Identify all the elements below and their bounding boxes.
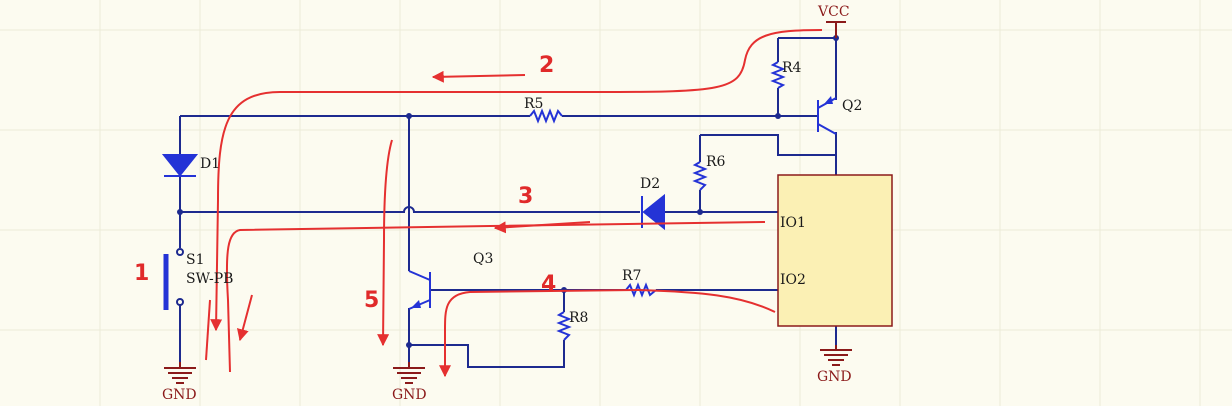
r4-label: R4 [782,60,802,76]
sw-pb-label: SW-PB [186,271,233,287]
io1-label: IO1 [780,215,806,231]
junction-dots [177,35,839,348]
d2-label: D2 [640,176,660,192]
gnd-symbol-left [164,362,196,384]
r6-label: R6 [706,154,726,170]
io2-label: IO2 [780,272,806,288]
transistor-q3 [408,270,431,310]
gnd-label-right: GND [817,369,852,385]
current-path-annotations [205,29,823,378]
switch-s1 [163,248,184,310]
gnd-symbol-middle [393,362,425,384]
step-number-4: 4 [541,272,556,297]
vcc-symbol [826,21,846,38]
step-number-3: 3 [518,184,533,209]
s1-label: S1 [186,252,205,268]
diode-d1 [161,154,199,177]
resistor-r4 [770,61,786,89]
r7-label: R7 [622,268,641,284]
q2-label: Q2 [842,98,862,114]
transistor-q2 [817,96,837,135]
resistor-r5 [529,108,563,124]
q3-label: Q3 [473,251,493,267]
vcc-label: VCC [817,4,850,20]
step-number-1: 1 [134,261,149,286]
diode-d2 [641,193,665,231]
gnd-symbol-right [820,345,852,366]
gnd-label-middle: GND [392,387,427,403]
d1-label: D1 [200,156,220,172]
wires [179,37,837,368]
gnd-label-left: GND [162,387,197,403]
ic-block [777,174,893,327]
r5-label: R5 [524,96,543,112]
resistor-r8 [556,311,572,341]
step-number-5: 5 [364,288,379,313]
r8-label: R8 [569,310,588,326]
step-number-2: 2 [539,53,554,78]
resistor-r6 [692,161,708,191]
